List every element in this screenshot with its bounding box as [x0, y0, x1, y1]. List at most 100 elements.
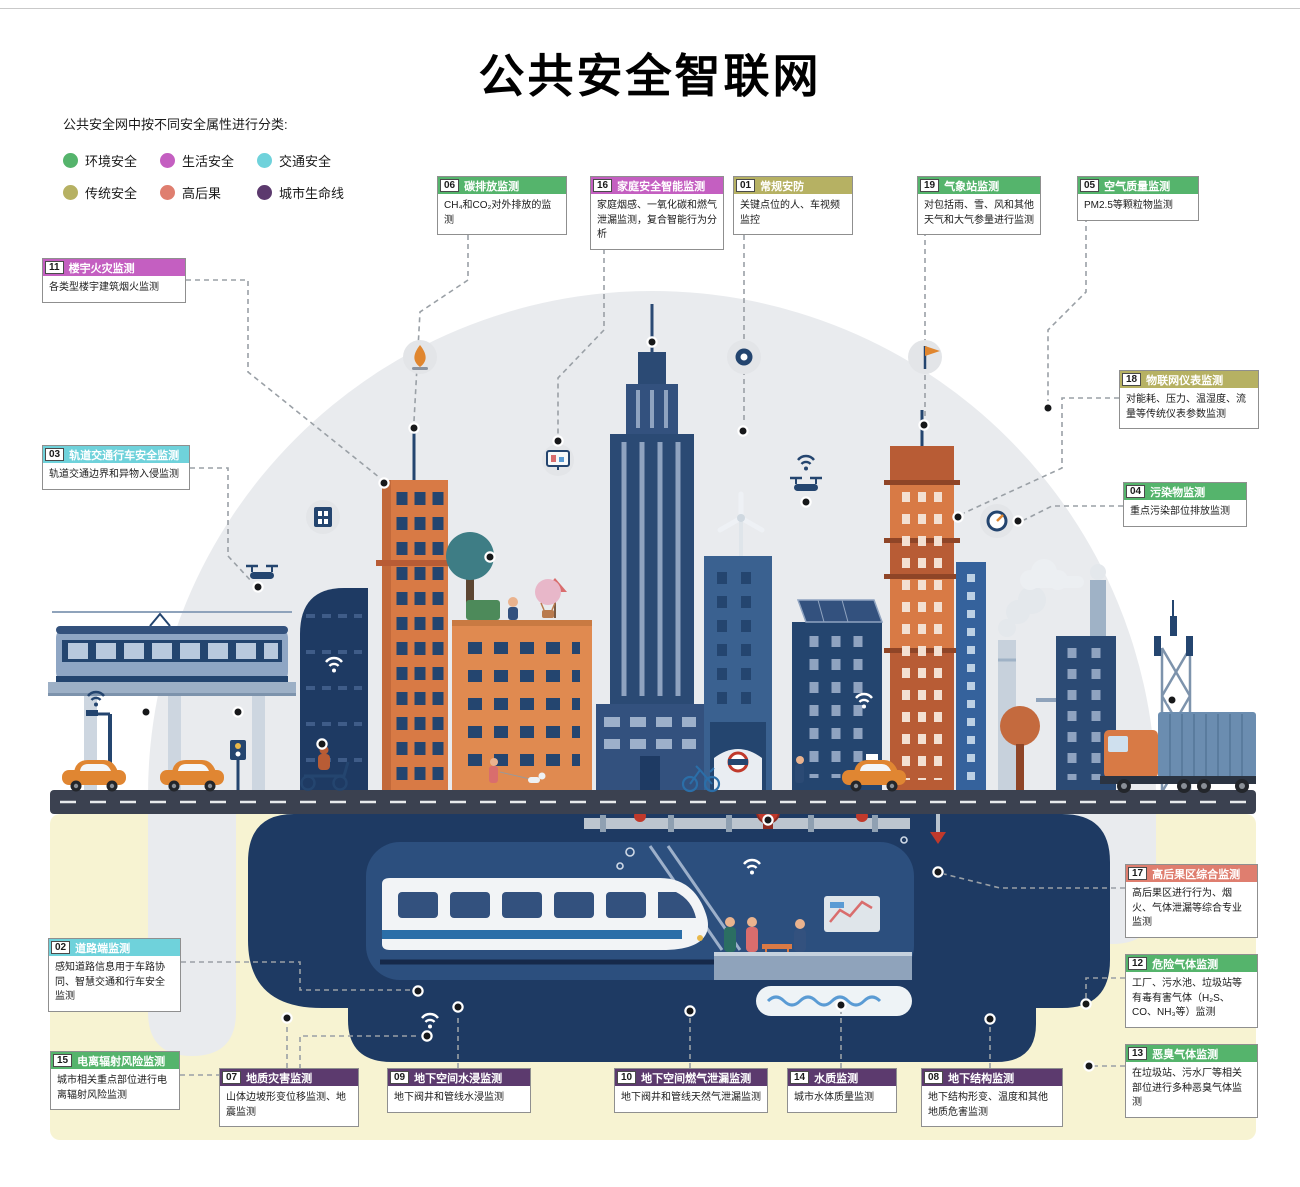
callout-number: 11	[45, 261, 64, 274]
callout-number: 05	[1080, 179, 1100, 192]
signal-kiosk	[230, 740, 246, 790]
callout-ionizing-radiation-monitoring: 15 电离辐射风险监测 城市相关重点部位进行电离辐射风险监测	[50, 1051, 180, 1110]
callout-number: 12	[1128, 957, 1148, 970]
slim-blue-building	[956, 562, 986, 792]
callout-title: 地下空间燃气泄漏监测	[641, 1072, 752, 1085]
callout-number: 02	[51, 941, 71, 954]
callout-home-safety-smart-monitoring: 16 家庭安全智能监测 家庭烟感、一氧化碳和燃气泄漏监测，复合智能行为分析	[590, 176, 724, 250]
callout-header: 05 空气质量监测	[1078, 177, 1198, 194]
callout-number: 09	[390, 1071, 410, 1084]
legend-label: 生活安全	[182, 154, 235, 169]
sprinkler-icon	[930, 814, 946, 844]
high-consequence-color-dot	[160, 185, 175, 200]
callout-number: 14	[790, 1071, 810, 1084]
callout-description: 关键点位的人、车视频监控	[740, 200, 840, 226]
legend-item-life: 生活安全	[160, 151, 257, 170]
callout-description: 城市相关重点部位进行电离辐射风险监测	[57, 1075, 167, 1101]
callout-general-security: 01 常规安防 关键点位的人、车视频监控	[733, 176, 853, 235]
callout-pollutant-monitoring: 04 污染物监测 重点污染部位排放监测	[1123, 482, 1247, 527]
legend-item-environment: 环境安全	[63, 151, 160, 170]
callout-description: 重点污染部位排放监测	[1130, 506, 1230, 517]
callout-description: 地下阀井和管线水浸监测	[394, 1092, 504, 1103]
callout-header: 06 碳排放监测	[438, 177, 566, 194]
callout-description: 轨道交通边界和异物入侵监测	[49, 469, 179, 480]
callout-number: 15	[53, 1054, 73, 1067]
navy-rounded-tower	[300, 588, 368, 792]
lifeline-color-dot	[257, 185, 272, 200]
top-rule	[0, 8, 1300, 9]
orange-tower	[376, 430, 454, 792]
callout-title: 家庭安全智能监测	[617, 180, 706, 193]
callout-description: PM2.5等颗粒物监测	[1084, 200, 1173, 211]
mid-orange-building	[452, 578, 592, 792]
callout-description: 在垃圾站、污水厂等相关部位进行多种恶臭气体监测	[1132, 1068, 1242, 1108]
page-title: 公共安全智联网	[478, 50, 822, 102]
windmill-building	[704, 491, 772, 792]
legend-label: 环境安全	[85, 154, 138, 169]
callout-header: 04 污染物监测	[1124, 483, 1246, 500]
callout-title: 恶臭气体监测	[1152, 1048, 1219, 1061]
callout-description: 城市水体质量监测	[794, 1092, 874, 1103]
callout-title: 空气质量监测	[1104, 180, 1171, 193]
callout-number: 06	[440, 179, 460, 192]
callout-title: 地质灾害监测	[246, 1072, 313, 1085]
callout-iot-meter-monitoring: 18 物联网仪表监测 对能耗、压力、温湿度、流量等传统仪表参数监测	[1119, 370, 1259, 429]
legend-label: 高后果	[182, 186, 222, 201]
pedestrian	[489, 756, 804, 783]
water-channel	[756, 986, 912, 1016]
callout-number: 01	[736, 179, 756, 192]
callout-header: 10 地下空间燃气泄漏监测	[615, 1069, 767, 1086]
callout-title: 碳排放监测	[464, 180, 520, 193]
callout-number: 08	[924, 1071, 944, 1084]
callout-number: 07	[222, 1071, 242, 1084]
callout-header: 02 道路端监测	[49, 939, 180, 956]
drone-icon	[790, 476, 822, 491]
callout-underground-gas-leak-monitoring: 10 地下空间燃气泄漏监测 地下阀井和管线天然气泄漏监测	[614, 1068, 768, 1113]
callout-description: 家庭烟感、一氧化碳和燃气泄漏监测，复合智能行为分析	[597, 200, 717, 240]
callout-title: 道路端监测	[75, 942, 131, 955]
legend-item-high-consequence: 高后果	[160, 183, 257, 202]
callout-geological-hazard-monitoring: 07 地质灾害监测 山体边坡形变位移监测、地震监测	[219, 1068, 359, 1127]
callout-carbon-emission-monitoring: 06 碳排放监测 CH₄和CO₂对外排放的监测	[437, 176, 567, 235]
callout-underground-structure-monitoring: 08 地下结构监测 地下结构形变、温度和其他地质危害监测	[921, 1068, 1063, 1127]
callout-title: 物联网仪表监测	[1146, 374, 1224, 387]
callout-header: 19 气象站监测	[918, 177, 1040, 194]
callout-description: 对包括雨、雪、风和其他天气和大气参量进行监测	[924, 200, 1034, 226]
callout-description: CH₄和CO₂对外排放的监测	[444, 200, 552, 226]
legend-label: 城市生命线	[279, 186, 345, 201]
building-icon	[306, 500, 340, 534]
callout-description: 地下结构形变、温度和其他地质危害监测	[928, 1092, 1048, 1118]
callout-title: 水质监测	[814, 1072, 859, 1085]
callout-title: 楼宇火灾监测	[68, 262, 135, 275]
callout-header: 17 高后果区综合监测	[1126, 865, 1257, 882]
city-skyline	[48, 304, 1193, 793]
callout-number: 04	[1126, 485, 1146, 498]
metro-platform	[714, 896, 912, 980]
callout-title: 危险气体监测	[1152, 958, 1219, 971]
callout-header: 13 恶臭气体监测	[1126, 1045, 1257, 1062]
callout-header: 12 危险气体监测	[1126, 955, 1257, 972]
life-color-dot	[160, 153, 175, 168]
callout-title: 轨道交通行车安全监测	[69, 449, 180, 462]
callout-header: 03 轨道交通行车安全监测	[43, 446, 189, 463]
callout-roadside-monitoring: 02 道路端监测 感知道路信息用于车路协同、智慧交通和行车安全监测	[48, 938, 181, 1012]
bicycle	[681, 765, 721, 793]
callout-title: 污染物监测	[1150, 486, 1206, 499]
cloud-icon	[1020, 559, 1084, 590]
traditional-color-dot	[63, 185, 78, 200]
callout-description: 地下阀井和管线天然气泄漏监测	[621, 1092, 761, 1103]
callout-description: 山体边坡形变位移监测、地震监测	[226, 1092, 346, 1118]
callout-description: 工厂、污水池、垃圾站等有毒有害气体（H₂S、CO、NH₃等）监测	[1132, 978, 1242, 1018]
balloon-icon	[535, 579, 561, 618]
callout-water-quality-monitoring: 14 水质监测 城市水体质量监测	[787, 1068, 897, 1113]
vehicles	[62, 712, 1256, 793]
callout-number: 13	[1128, 1047, 1148, 1060]
callout-header: 11 楼宇火灾监测	[43, 259, 185, 276]
callout-number: 16	[593, 179, 613, 192]
callout-underground-flooding-monitoring: 09 地下空间水浸监测 地下阀井和管线水浸监测	[387, 1068, 531, 1113]
traffic-color-dot	[257, 153, 272, 168]
legend-intro: 公共安全网中按不同安全属性进行分类:	[63, 117, 288, 132]
callout-description: 高后果区进行行为、烟火、气体泄漏等综合专业监测	[1132, 888, 1242, 928]
callout-header: 16 家庭安全智能监测	[591, 177, 723, 194]
